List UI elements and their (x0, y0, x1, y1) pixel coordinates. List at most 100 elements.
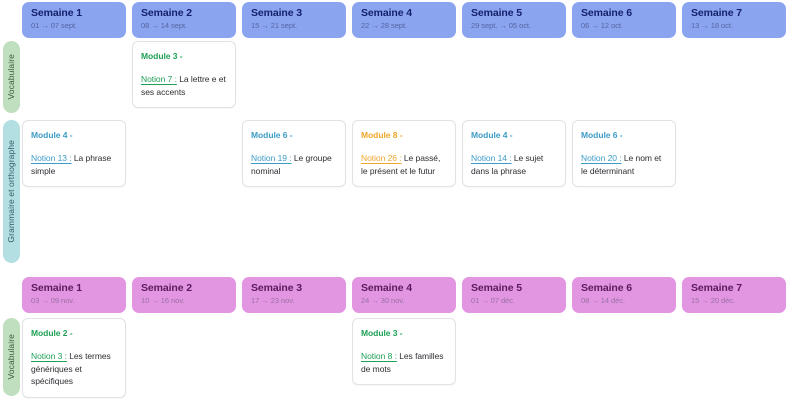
week-card[interactable]: Semaine 4 22 → 28 sept. (352, 2, 456, 38)
week-card[interactable]: Semaine 3 17 → 23 nov. (242, 277, 346, 313)
week-title: Semaine 1 (31, 282, 83, 294)
notion-text: Les termes génériques et spécifiques (31, 351, 111, 386)
notion-link[interactable]: Notion 14 : (471, 153, 512, 163)
notion-link[interactable]: Notion 7 : (141, 74, 177, 84)
module-cell: Module 8 - Notion 26 : Le passé, le prés… (352, 120, 462, 187)
week-dates: 01 → 07 déc. (471, 296, 516, 305)
week-card[interactable]: Semaine 1 03 → 09 nov. (22, 277, 126, 313)
week-card[interactable]: Semaine 2 08 → 14 sept. (132, 2, 236, 38)
module-title: Module 3 - (141, 51, 183, 61)
week-cell: Semaine 2 08 → 14 sept. (132, 2, 242, 38)
week-dates: 13 → 18 oct. (691, 21, 733, 30)
notion-text: Le sujet dans la phrase (471, 153, 544, 176)
subject-tab-label: Vocabulaire (6, 334, 16, 380)
week-card[interactable]: Semaine 1 01 → 07 sept. (22, 2, 126, 38)
notion-link[interactable]: Notion 20 : (581, 153, 622, 163)
module-cell: Module 6 - Notion 20 : Le nom et le déte… (572, 120, 682, 187)
week-card[interactable]: Semaine 6 06 → 12 oct. (572, 2, 676, 38)
subject-tab-label: Grammaire et orthographe (6, 140, 16, 243)
notion-text: Le groupe nominal (251, 153, 332, 176)
module-card[interactable]: Module 3 - Notion 7 : La lettre e et ses… (132, 41, 236, 108)
week-title: Semaine 1 (31, 7, 83, 19)
week-dates: 24 → 30 nov. (361, 296, 405, 305)
module-body: Notion 14 : Le sujet dans la phrase (471, 152, 557, 177)
week-title: Semaine 4 (361, 7, 413, 19)
week-dates: 06 → 12 oct. (581, 21, 623, 30)
notion-link[interactable]: Notion 3 : (31, 351, 67, 361)
module-cell (682, 120, 792, 187)
notion-text: Les familles de mots (361, 351, 444, 374)
week-cell: Semaine 5 29 sept. → 05 oct. (462, 2, 572, 38)
module-title: Module 8 - (361, 130, 403, 140)
week-dates: 08 → 14 sept. (141, 21, 188, 30)
module-cell: Module 3 - Notion 7 : La lettre e et ses… (132, 41, 242, 108)
module-card[interactable]: Module 3 - Notion 8 : Les familles de mo… (352, 318, 456, 385)
module-cell (352, 41, 462, 108)
notion-link[interactable]: Notion 8 : (361, 351, 397, 361)
module-card[interactable]: Module 6 - Notion 19 : Le groupe nominal (242, 120, 346, 187)
week-title: Semaine 4 (361, 282, 413, 294)
week-dates: 10 → 16 nov. (141, 296, 185, 305)
week-dates: 22 → 28 sept. (361, 21, 408, 30)
notion-link[interactable]: Notion 19 : (251, 153, 292, 163)
module-title: Module 6 - (251, 130, 293, 140)
week-title: Semaine 6 (581, 282, 633, 294)
module-cell (682, 41, 792, 108)
notion-link[interactable]: Notion 13 : (31, 153, 72, 163)
module-cell (462, 41, 572, 108)
week-cell: Semaine 4 22 → 28 sept. (352, 2, 462, 38)
module-cell (682, 318, 792, 398)
module-cell: Module 6 - Notion 19 : Le groupe nominal (242, 120, 352, 187)
notion-text: La lettre e et ses accents (141, 74, 226, 97)
subject-tab-grammaire-et-orthographe[interactable]: Grammaire et orthographe (3, 120, 20, 263)
week-title: Semaine 2 (141, 282, 193, 294)
module-cell (572, 318, 682, 398)
module-cell: Module 2 - Notion 3 : Les termes génériq… (22, 318, 132, 398)
week-card[interactable]: Semaine 5 01 → 07 déc. (462, 277, 566, 313)
week-cell: Semaine 7 15 → 20 déc. (682, 277, 792, 313)
module-card[interactable]: Module 4 - Notion 14 : Le sujet dans la … (462, 120, 566, 187)
week-header-row-period-2: Semaine 1 03 → 09 nov. Semaine 2 10 → 16… (22, 277, 800, 313)
week-title: Semaine 7 (691, 282, 743, 294)
module-card[interactable]: Module 2 - Notion 3 : Les termes génériq… (22, 318, 126, 398)
subject-tab-label: Vocabulaire (6, 54, 16, 100)
module-card[interactable]: Module 4 - Notion 13 : La phrase simple (22, 120, 126, 187)
notion-text: Le passé, le présent et le futur (361, 153, 441, 176)
week-dates: 08 → 14 déc. (581, 296, 626, 305)
subject-tab-vocabulaire[interactable]: Vocabulaire (3, 318, 20, 396)
module-title: Module 4 - (31, 130, 73, 140)
week-dates: 29 sept. → 05 oct. (471, 21, 531, 30)
week-card[interactable]: Semaine 6 08 → 14 déc. (572, 277, 676, 313)
module-body: Notion 3 : Les termes génériques et spéc… (31, 350, 117, 388)
module-cell: Module 4 - Notion 14 : Le sujet dans la … (462, 120, 572, 187)
week-title: Semaine 5 (471, 282, 523, 294)
module-card[interactable]: Module 8 - Notion 26 : Le passé, le prés… (352, 120, 456, 187)
week-cell: Semaine 5 01 → 07 déc. (462, 277, 572, 313)
week-title: Semaine 2 (141, 7, 193, 19)
week-title: Semaine 7 (691, 7, 743, 19)
week-title: Semaine 3 (251, 282, 303, 294)
module-body: Notion 7 : La lettre e et ses accents (141, 73, 227, 98)
week-card[interactable]: Semaine 5 29 sept. → 05 oct. (462, 2, 566, 38)
week-card[interactable]: Semaine 2 10 → 16 nov. (132, 277, 236, 313)
week-title: Semaine 3 (251, 7, 303, 19)
module-cell (132, 120, 242, 187)
module-row-vocabulaire-period-1: Module 3 - Notion 7 : La lettre e et ses… (22, 41, 800, 108)
week-cell: Semaine 6 08 → 14 déc. (572, 277, 682, 313)
module-cell (22, 41, 132, 108)
week-dates: 03 → 09 nov. (31, 296, 75, 305)
module-row-grammaire-period-1: Module 4 - Notion 13 : La phrase simple … (22, 120, 800, 187)
module-title: Module 6 - (581, 130, 623, 140)
notion-text: La phrase simple (31, 153, 112, 176)
module-body: Notion 26 : Le passé, le présent et le f… (361, 152, 447, 177)
week-card[interactable]: Semaine 4 24 → 30 nov. (352, 277, 456, 313)
notion-link[interactable]: Notion 26 : (361, 153, 402, 163)
module-card[interactable]: Module 6 - Notion 20 : Le nom et le déte… (572, 120, 676, 187)
week-cell: Semaine 3 15 → 21 sept. (242, 2, 352, 38)
week-card[interactable]: Semaine 7 13 → 18 oct. (682, 2, 786, 38)
week-title: Semaine 6 (581, 7, 633, 19)
week-card[interactable]: Semaine 7 15 → 20 déc. (682, 277, 786, 313)
week-card[interactable]: Semaine 3 15 → 21 sept. (242, 2, 346, 38)
week-cell: Semaine 4 24 → 30 nov. (352, 277, 462, 313)
subject-tab-vocabulaire[interactable]: Vocabulaire (3, 41, 20, 113)
